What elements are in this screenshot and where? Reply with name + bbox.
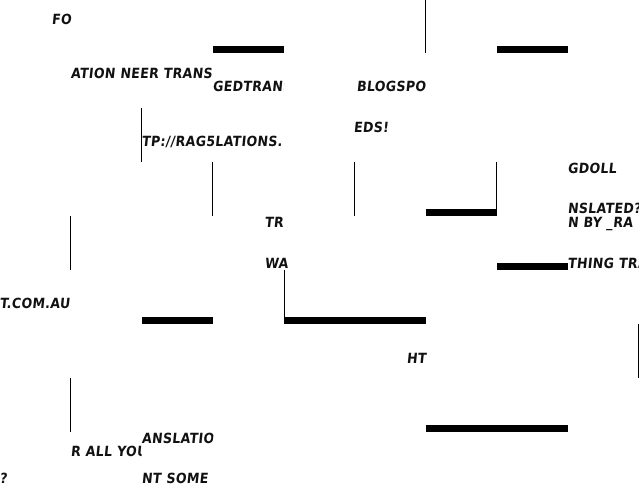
text-fragment: ? [0,471,9,487]
text-fragment: EDS! [353,120,390,136]
vertical-line [70,378,71,432]
vertical-line [212,162,213,216]
black-bar [497,46,568,53]
text-fragment: FO [51,12,73,28]
text-fragment: T.COM.AU [0,296,71,312]
black-bar [426,209,497,216]
text-fragment: THING TRA [567,256,639,272]
vertical-line [141,108,142,162]
vertical-line [354,162,355,216]
vertical-line [284,270,285,324]
text-fragment: R ALL YOU [70,444,143,460]
black-bar [284,317,426,324]
vertical-line [425,0,426,53]
text-fragment: WA [264,256,290,272]
text-fragment: ANSLATIO [141,431,214,447]
text-fragment: N BY _RA [567,215,635,231]
text-fragment: NT SOME [141,471,210,487]
vertical-line [496,162,497,216]
black-bar [497,263,568,270]
text-fragment: BLOGSPOT [356,79,427,95]
black-bar [213,46,284,53]
text-fragment: TP://RAG5LATIONS. [141,134,284,150]
text-fragment: HT [406,351,428,367]
text-fragment: GDOLL [567,161,618,177]
text-fragment: GEDTRANS [212,79,285,95]
text-fragment: ATION NEER TRANSL [70,66,213,82]
vertical-line [70,216,71,270]
black-bar [142,317,213,324]
text-fragment: TR [264,215,285,231]
black-bar [426,425,568,432]
